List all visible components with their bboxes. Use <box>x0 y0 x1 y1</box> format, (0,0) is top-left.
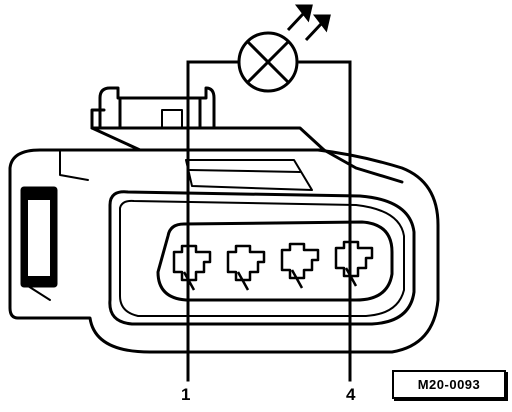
pin-1-label: 1 <box>181 385 191 404</box>
pin-4-label: 4 <box>346 385 356 404</box>
inner-frame <box>108 190 416 326</box>
light-rays <box>286 4 331 42</box>
connector-housing <box>8 148 440 354</box>
pin-contact-3 <box>280 242 320 289</box>
pin-contact-2 <box>226 244 266 291</box>
pin-contact-4 <box>334 240 374 287</box>
pin-cavity <box>156 220 394 302</box>
lamp-symbol <box>237 31 299 93</box>
reference-code: M20-0093 <box>417 377 481 392</box>
connector-latch <box>90 86 326 152</box>
pin-contact-1 <box>172 244 212 291</box>
reference-code-box: M20-0093 <box>392 370 506 399</box>
wire-pin-4 <box>298 60 352 382</box>
wire-pin-1 <box>186 60 240 382</box>
side-lock-window <box>20 186 58 301</box>
